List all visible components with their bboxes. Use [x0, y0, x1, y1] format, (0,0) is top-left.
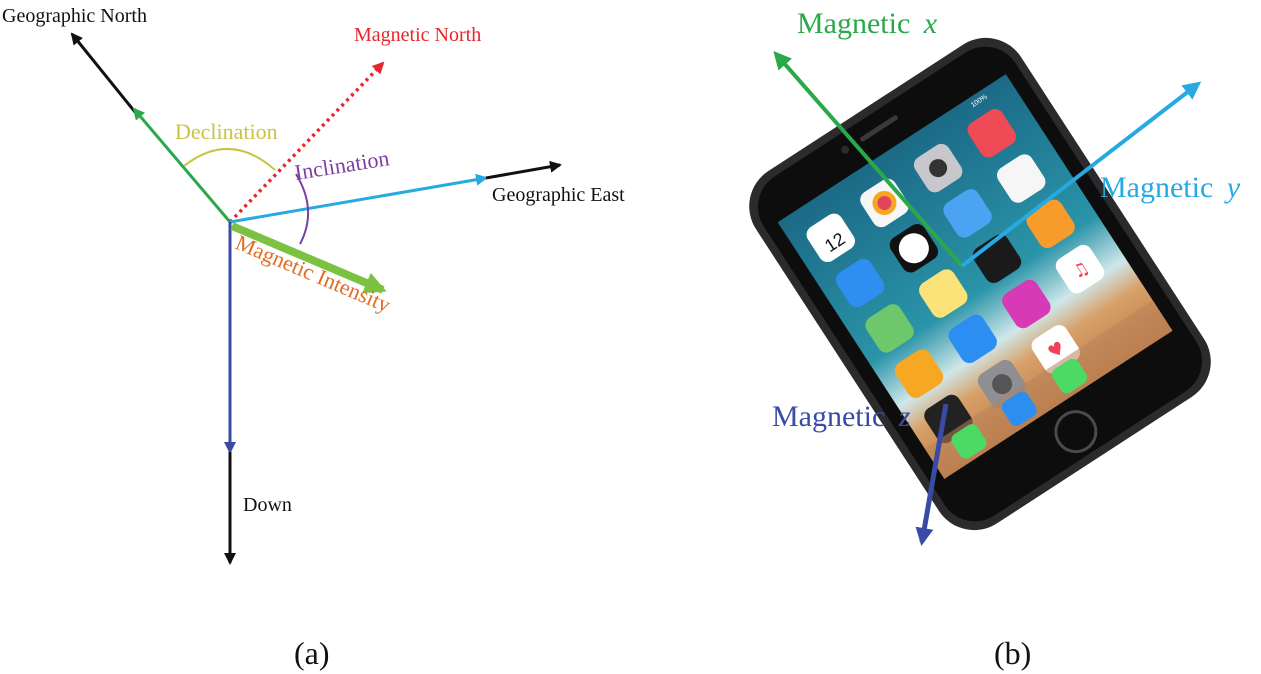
settings-gear	[992, 374, 1013, 395]
geographic-east-label: Geographic East	[492, 184, 625, 206]
news-icon[interactable]	[964, 106, 1019, 161]
maps-icon[interactable]	[862, 301, 917, 356]
notes-icon[interactable]	[916, 266, 971, 321]
magnetic-north-label: Magnetic North	[354, 24, 481, 46]
calendar-icon[interactable]	[803, 210, 858, 265]
app-grid: 12	[803, 106, 1107, 444]
magnetic-y-prefix: Magnetic	[1100, 171, 1221, 204]
magnetic-y-axis	[960, 81, 1202, 268]
magnetic-z-prefix: Magnetic	[772, 400, 893, 433]
dock	[924, 300, 1173, 479]
magnetic-x-var: x	[923, 7, 938, 40]
magnetic-north-axis	[228, 61, 385, 224]
books-icon[interactable]	[1023, 196, 1078, 251]
magnetic-intensity-arrow	[230, 222, 387, 294]
phone-speaker	[860, 115, 898, 142]
music-icon[interactable]	[1052, 241, 1107, 296]
camera-lens	[929, 159, 948, 178]
magnetic-z-label: Magnetic z	[772, 400, 911, 433]
magnetic-x-prefix: Magnetic	[797, 7, 918, 40]
magnetic-y-label: Magnetic y	[1100, 171, 1241, 204]
panel-b-diagram: 100% 12	[749, 7, 1241, 671]
weather-icon[interactable]	[940, 186, 995, 241]
safari-icon[interactable]	[999, 389, 1039, 429]
photos-petal-b	[877, 195, 892, 210]
caption-a: (a)	[294, 635, 330, 671]
down-label: Down	[243, 494, 292, 516]
mail-icon[interactable]	[833, 255, 888, 310]
messages-icon[interactable]	[1049, 356, 1089, 396]
magnetic-x-label: Magnetic x	[797, 7, 938, 40]
itunes-icon[interactable]	[999, 276, 1054, 331]
declination-arc	[183, 147, 276, 171]
magnetic-z-axis	[915, 403, 949, 546]
magnetic-z-var: z	[898, 400, 911, 433]
home-icon[interactable]	[891, 346, 946, 401]
declination-label: Declination	[175, 119, 278, 144]
phone-icon[interactable]	[949, 422, 989, 462]
geographic-north-green-segment	[132, 107, 232, 223]
magnetic-y-var: y	[1224, 171, 1241, 204]
panel-a-diagram: Geographic North Magnetic North Declinat…	[2, 5, 625, 671]
geographic-east-axis	[485, 160, 562, 180]
magnetic-x-axis	[773, 50, 964, 268]
clock-face	[898, 233, 929, 264]
geographic-east-blue-segment	[229, 173, 488, 224]
inclination-label: Inclination	[293, 145, 391, 185]
phone-front-camera	[841, 145, 850, 154]
caption-b: (b)	[994, 635, 1031, 671]
geographic-north-axis	[70, 32, 137, 113]
geographic-north-label: Geographic North	[2, 5, 147, 27]
reminders-icon[interactable]	[994, 151, 1049, 206]
home-button[interactable]	[1048, 404, 1103, 459]
smartphone: 100% 12	[749, 37, 1211, 531]
inclination-arc	[295, 173, 310, 245]
magnetic-intensity-label: Magnetic Intensity	[232, 230, 394, 318]
appstore-icon[interactable]	[945, 311, 1000, 366]
